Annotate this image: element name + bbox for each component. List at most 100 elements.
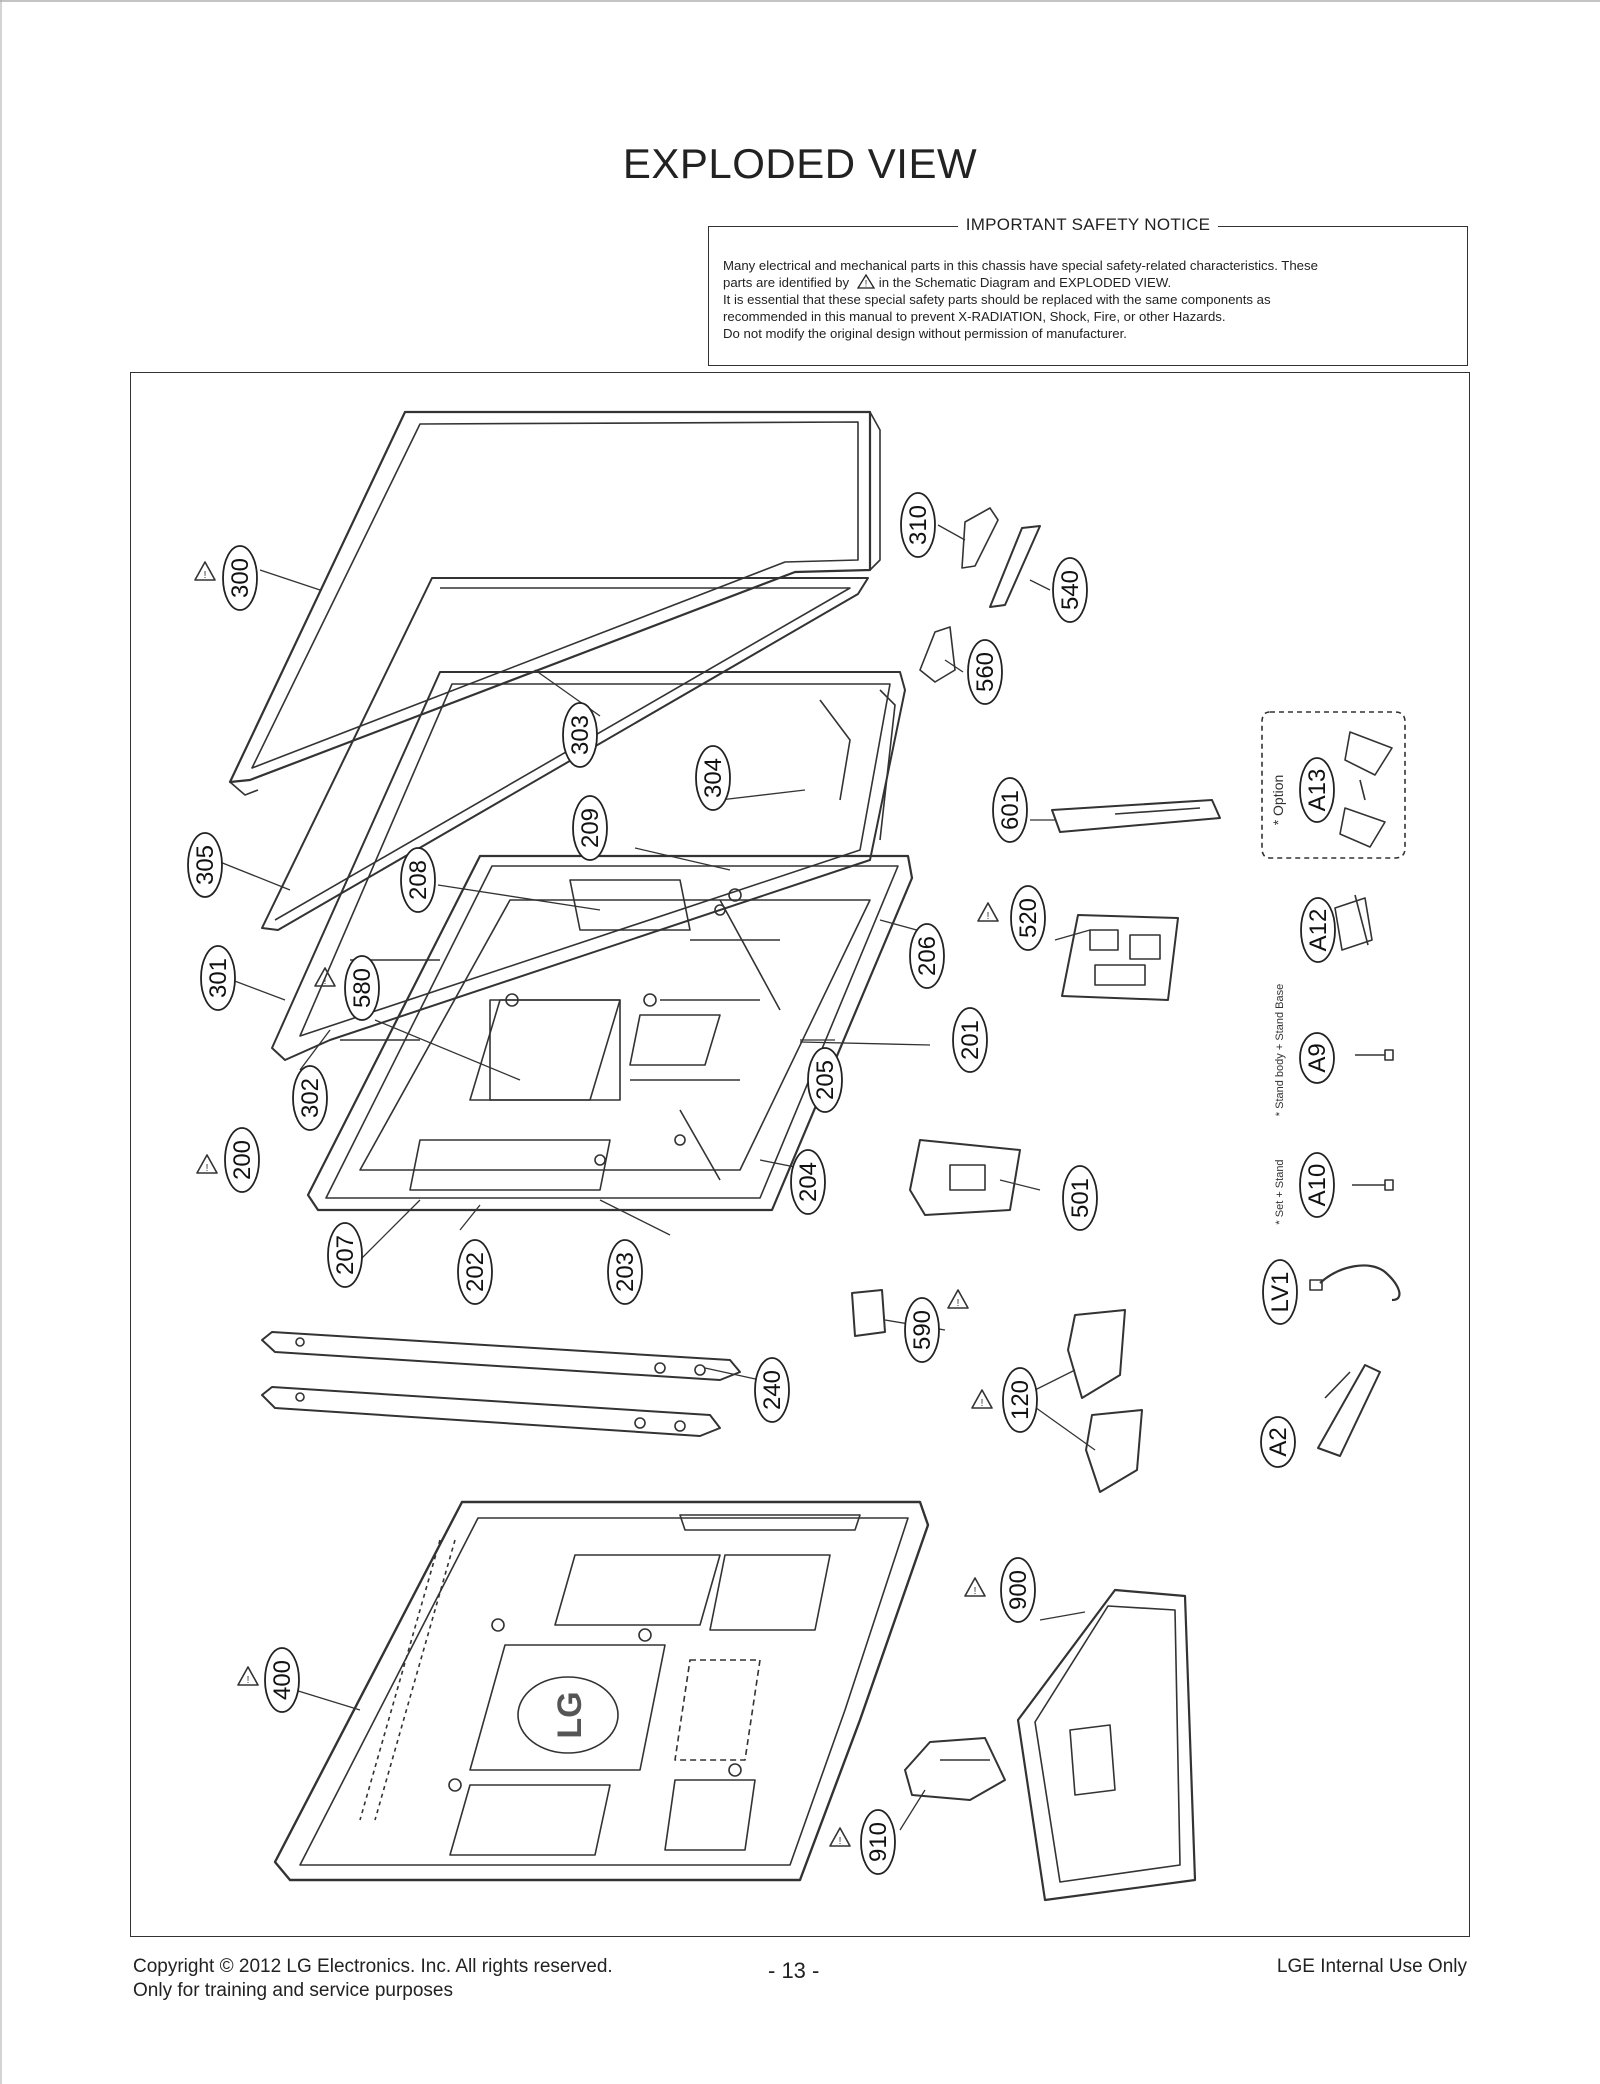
callout-label: LV1	[1267, 1272, 1294, 1313]
callout-label: 910	[865, 1822, 892, 1862]
part-540	[989, 525, 1041, 608]
notice-line-5: Do not modify the original design withou…	[723, 326, 1127, 341]
svg-text:!: !	[987, 911, 990, 922]
callout-bubble	[264, 1647, 300, 1713]
callout-label: 200	[229, 1140, 256, 1180]
callout-bubble	[222, 545, 258, 611]
callout-bubble	[952, 1007, 988, 1073]
callout-bubble	[1299, 757, 1335, 823]
callout-bubble	[967, 639, 1003, 705]
part-callout-501: 501	[1062, 1165, 1098, 1231]
stand-base-900	[1016, 1588, 1197, 1902]
part-callout-A2: A2	[1260, 1416, 1296, 1468]
svg-text:!: !	[957, 1298, 960, 1309]
part-callout-202: 202	[457, 1239, 493, 1305]
footer-copyright: Copyright © 2012 LG Electronics. Inc. Al…	[133, 1956, 613, 1977]
note-option: * Option	[1270, 775, 1286, 826]
part-callout-A13: A13	[1299, 757, 1335, 823]
part-callout-203: 203	[607, 1239, 643, 1305]
callout-label: 202	[462, 1252, 489, 1292]
warning-triangle-icon: !	[964, 1577, 986, 1597]
svg-text:!: !	[974, 1586, 977, 1597]
callout-label: 300	[227, 558, 254, 598]
callout-label: 203	[612, 1252, 639, 1292]
part-callout-303: 303	[562, 702, 598, 768]
callout-bubble	[754, 1357, 790, 1423]
callout-bubble	[1010, 885, 1046, 951]
part-callout-601: 601	[992, 777, 1028, 843]
part-310	[961, 507, 999, 569]
warning-triangle-icon: !	[194, 561, 216, 581]
callout-label: 560	[972, 652, 999, 692]
svg-text:!: !	[324, 976, 327, 987]
warning-triangle-icon: !	[196, 1154, 218, 1174]
warning-triangle-icon: !	[947, 1289, 969, 1309]
stand-body-910	[904, 1737, 1006, 1801]
safety-notice-heading: IMPORTANT SAFETY NOTICE	[957, 215, 1219, 234]
callout-label: 304	[700, 758, 727, 798]
callout-bubble	[187, 832, 223, 898]
footer-page-number: - 13 -	[768, 1958, 820, 1983]
warning-triangle-icon: !	[314, 967, 336, 987]
part-callout-560: 560	[967, 639, 1003, 705]
safety-markers: ! ! ! ! ! ! ! ! !	[194, 561, 999, 1847]
stand-A2	[1317, 1364, 1381, 1457]
callout-bubble	[562, 702, 598, 768]
callout-label: 303	[567, 715, 594, 755]
part-callout-208: 208	[400, 847, 436, 913]
callout-label: 501	[1067, 1178, 1094, 1218]
back-cover-400	[273, 1500, 930, 1882]
svg-text:!: !	[981, 1398, 984, 1409]
callout-bubble	[790, 1149, 826, 1215]
callout-label: 201	[957, 1020, 984, 1060]
callout-bubble	[1299, 1032, 1335, 1084]
part-callout-200: 200	[224, 1127, 260, 1193]
callout-bubble	[200, 945, 236, 1011]
part-callout-201: 201	[952, 1007, 988, 1073]
warning-triangle-icon: !	[237, 1666, 259, 1686]
brackets-240	[261, 1331, 741, 1437]
part-callout-120: 120	[1002, 1367, 1038, 1433]
part-callout-206: 206	[909, 923, 945, 989]
warning-triangle-icon: !	[971, 1389, 993, 1409]
leader-lines	[219, 524, 1096, 1831]
callout-bubble	[1052, 557, 1088, 623]
callout-label: 900	[1005, 1570, 1032, 1610]
callout-label: A2	[1265, 1427, 1292, 1456]
part-560	[919, 626, 956, 683]
callout-label: 207	[332, 1235, 359, 1275]
part-callout-204: 204	[790, 1149, 826, 1215]
part-callout-590: 590	[904, 1297, 940, 1363]
note-stand-body: * Stand body + Stand Base	[1274, 984, 1286, 1116]
callout-bubble	[400, 847, 436, 913]
part-callout-LV1: LV1	[1262, 1259, 1298, 1325]
svg-text:!: !	[206, 1163, 209, 1174]
main-frame-200	[306, 854, 914, 1212]
callout-label: 206	[914, 936, 941, 976]
part-callout-300: 300	[222, 545, 258, 611]
callout-bubble	[909, 923, 945, 989]
speakers-120	[1067, 1309, 1143, 1493]
callout-bubble	[1262, 1259, 1298, 1325]
callout-bubble	[900, 492, 936, 558]
callout-bubble	[992, 777, 1028, 843]
callout-bubble	[327, 1222, 363, 1288]
callout-bubble	[695, 745, 731, 811]
warning-triangle-icon: !	[977, 902, 999, 922]
part-callout-A10: A10	[1299, 1152, 1335, 1218]
callout-bubble	[1299, 1152, 1335, 1218]
callout-label: 590	[909, 1310, 936, 1350]
callout-bubble	[1062, 1165, 1098, 1231]
footer-training: Only for training and service purposes	[133, 1980, 453, 2001]
part-callout-207: 207	[327, 1222, 363, 1288]
part-callout-540: 540	[1052, 557, 1088, 623]
callout-label: 305	[192, 845, 219, 885]
warning-triangle-icon: !	[856, 273, 875, 289]
svg-text:!: !	[839, 1836, 842, 1847]
callout-bubble	[572, 795, 608, 861]
callout-label: 310	[905, 505, 932, 545]
part-callout-400: 400	[264, 1647, 300, 1713]
callout-label: 400	[269, 1660, 296, 1700]
callout-bubble	[860, 1809, 896, 1875]
